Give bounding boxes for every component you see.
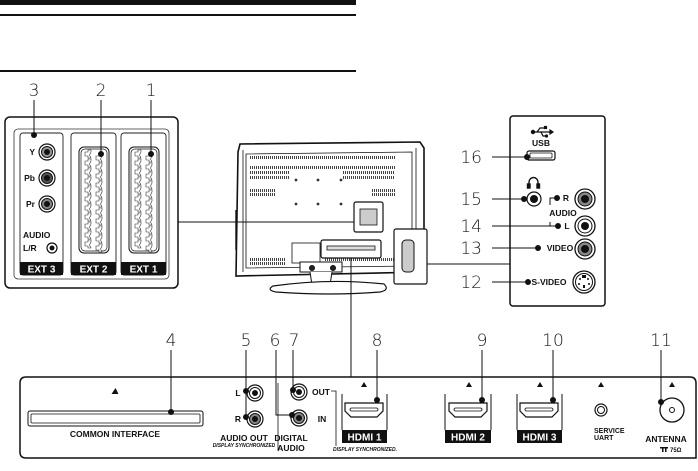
svideo-jack[interactable] xyxy=(573,271,595,293)
audio-out-l-jack[interactable] xyxy=(247,385,263,401)
antenna-label: ANTENNA xyxy=(645,434,687,444)
callout-8: 8 xyxy=(372,331,383,351)
audio-out-l-label: L xyxy=(235,388,240,398)
pr-jack[interactable] xyxy=(39,196,55,212)
service-label: SERVICE xyxy=(594,428,625,435)
header-rule-top xyxy=(0,14,356,16)
usb-label: USB xyxy=(532,138,550,148)
usb-port[interactable] xyxy=(527,151,555,160)
service-uart-port[interactable] xyxy=(595,404,607,416)
digital-label: DIGITAL xyxy=(274,433,307,443)
audio-out-label: AUDIO OUT xyxy=(220,433,269,443)
digital-out-label: OUT xyxy=(312,387,331,397)
callout-4: 4 xyxy=(166,331,177,351)
digital-in-label: IN xyxy=(318,414,327,424)
pb-label: Pb xyxy=(24,173,35,183)
video-jack[interactable] xyxy=(575,239,595,259)
bottom-panel: COMMON INTERFACE L R AUDIO OUT DISPLAY S… xyxy=(20,350,696,458)
video-label: VIDEO xyxy=(547,243,574,253)
hdmi2-label: HDMI 2 xyxy=(451,433,485,444)
hdmi1-sub-label: DISPLAY SYNCHRONIZED. xyxy=(333,447,397,453)
pr-label: Pr xyxy=(26,199,36,209)
ext2-label: EXT 2 xyxy=(80,265,108,276)
callout-10: 10 xyxy=(542,331,564,351)
callout-2: 2 xyxy=(96,81,107,101)
callout-13: 13 xyxy=(460,239,482,259)
audio-out-r-label: R xyxy=(235,414,241,424)
side-audio-label: AUDIO xyxy=(549,208,577,218)
side-panel: USB R AUDIO L xyxy=(492,116,605,306)
ext-panel: EXT 3 EXT 2 EXT 1 Y Pb Pr AUDIO L/R xyxy=(5,100,178,288)
y-jack[interactable] xyxy=(39,144,55,160)
common-interface-slot[interactable] xyxy=(28,411,203,426)
callout-12: 12 xyxy=(460,273,482,293)
headphone-jack[interactable] xyxy=(527,192,541,206)
audio-out-r-jack[interactable] xyxy=(247,411,263,427)
callout-16: 16 xyxy=(460,148,482,168)
callout-1: 1 xyxy=(146,81,157,101)
ext3-audio-jack[interactable] xyxy=(47,243,57,253)
pb-jack[interactable] xyxy=(39,170,55,186)
audio-r-jack[interactable] xyxy=(575,189,595,209)
callout-11: 11 xyxy=(650,331,672,351)
y-label: Y xyxy=(29,147,35,157)
hdmi3-label: HDMI 3 xyxy=(523,433,557,444)
uart-label: UART xyxy=(594,435,614,442)
callout-7: 7 xyxy=(289,331,300,351)
audio-out-sub-label: DISPLAY SYNCHRONIZED xyxy=(213,443,276,449)
svideo-label: S-VIDEO xyxy=(532,277,567,287)
audio-l-label: L xyxy=(564,221,569,231)
callout-14: 14 xyxy=(460,217,482,237)
scart-ext1[interactable] xyxy=(129,147,159,253)
ext1-label: EXT 1 xyxy=(130,265,158,276)
antenna-impedance-label: 75Ω xyxy=(670,448,682,454)
callout-5: 5 xyxy=(241,331,252,351)
ext3-lr-label: L/R xyxy=(23,243,37,253)
common-interface-label: COMMON INTERFACE xyxy=(70,429,161,439)
digital-audio-label: AUDIO xyxy=(277,443,305,453)
callout-3: 3 xyxy=(29,81,40,101)
audio-l-jack[interactable] xyxy=(575,216,595,236)
callout-15: 15 xyxy=(460,190,482,210)
audio-r-label: R xyxy=(563,193,569,203)
hdmi1-label: HDMI 1 xyxy=(348,433,382,444)
ext3-audio-label: AUDIO xyxy=(23,230,51,240)
tv-back-illustration xyxy=(236,142,427,294)
callout-9: 9 xyxy=(477,331,488,351)
ext3-label: EXT 3 xyxy=(28,265,56,276)
header-bar xyxy=(0,0,356,5)
scart-ext2[interactable] xyxy=(79,147,109,253)
header-rule-bottom xyxy=(0,70,356,72)
callout-6: 6 xyxy=(270,331,281,351)
